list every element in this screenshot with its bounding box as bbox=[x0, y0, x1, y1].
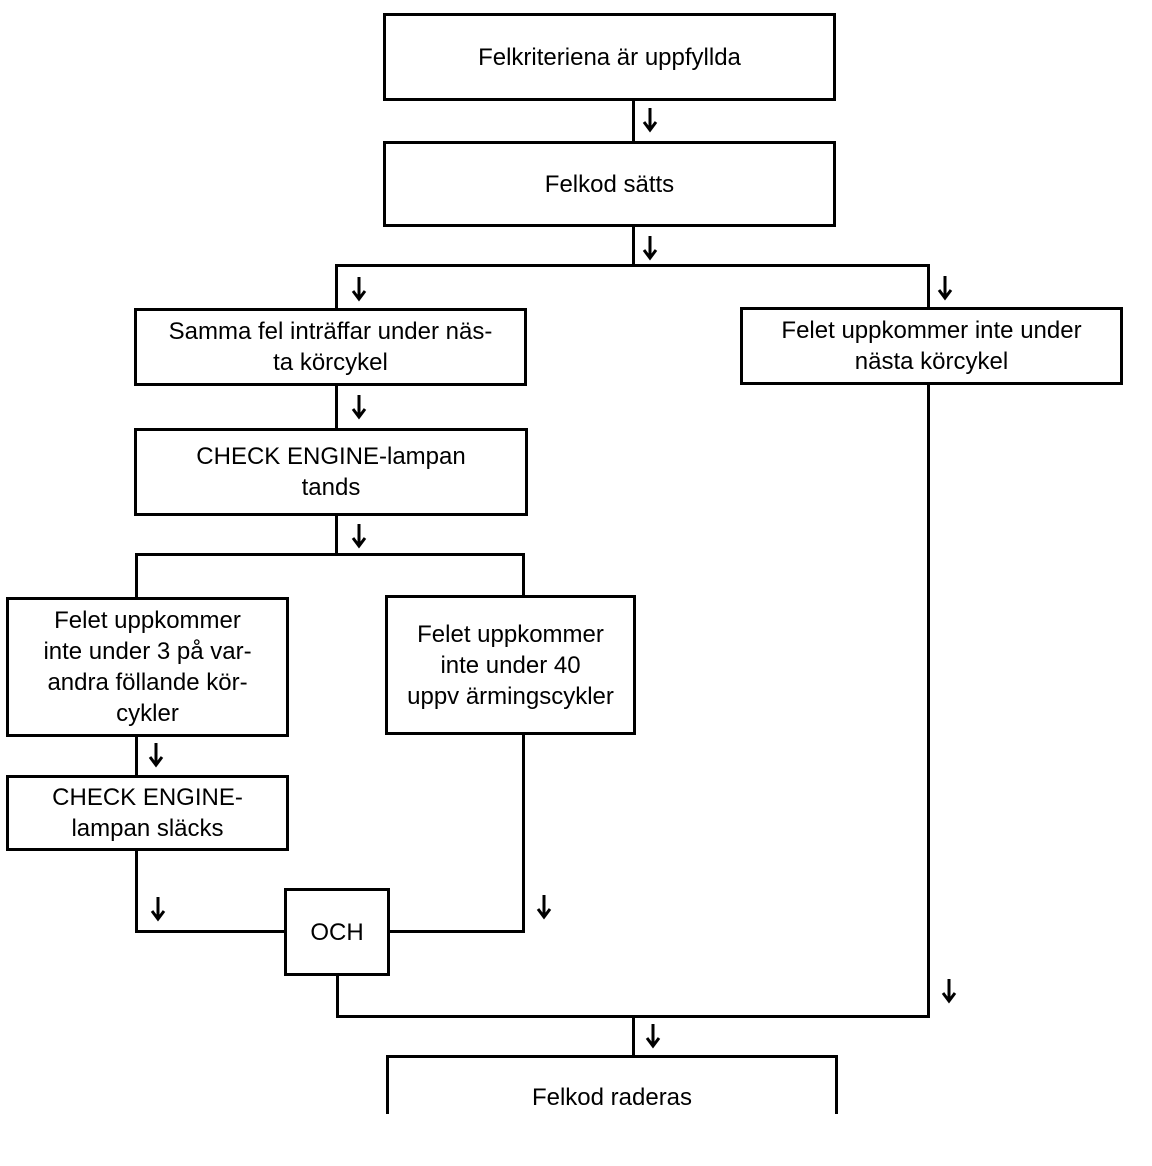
code-erased-box: Felkod raderas bbox=[386, 1055, 838, 1114]
connector-line bbox=[522, 553, 525, 597]
connector-line bbox=[388, 930, 525, 933]
down-arrow-icon bbox=[937, 276, 953, 301]
lamp-off-box: CHECK ENGINE- lampan släcks bbox=[6, 775, 289, 851]
not-3-cycles-label-line: Felet uppkommer bbox=[54, 607, 241, 634]
not-3-cycles-label-line: cykler bbox=[116, 700, 179, 727]
down-arrow-icon bbox=[536, 895, 552, 920]
lamp-on-label-line: tands bbox=[301, 474, 361, 501]
connector-line bbox=[632, 1015, 635, 1057]
criteria-met-box: Felkriteriena är uppfyllda bbox=[383, 13, 836, 101]
connector-line bbox=[135, 849, 138, 933]
connector-line bbox=[927, 383, 930, 1018]
fault-not-next-cycle-box: Felet uppkommer inte under nästa körcyke… bbox=[740, 307, 1123, 385]
lamp-off-label-line: lampan släcks bbox=[71, 815, 224, 842]
down-arrow-icon bbox=[148, 743, 164, 768]
not-40-cycles-box: Felet uppkommer inte under 40 uppv ärmin… bbox=[385, 595, 636, 735]
not-40-cycles-label-line: uppv ärmingscykler bbox=[407, 682, 614, 710]
not-40-cycles-label-line: inte under 40 bbox=[440, 651, 581, 679]
down-arrow-icon bbox=[941, 979, 957, 1004]
code-set-box: Felkod sätts bbox=[383, 141, 836, 227]
connector-line bbox=[632, 225, 635, 267]
connector-line bbox=[135, 553, 525, 556]
and-gate-label: OCH bbox=[310, 918, 364, 946]
not-3-cycles-label-line: andra föllande kör- bbox=[47, 669, 248, 696]
same-fault-label-line: Samma fel inträffar under näs- bbox=[168, 318, 493, 345]
connector-line bbox=[632, 99, 635, 143]
connector-line bbox=[336, 974, 339, 1018]
code-set-label: Felkod sätts bbox=[544, 170, 675, 198]
connector-line bbox=[335, 264, 338, 310]
not-3-cycles-box: Felet uppkommer inte under 3 på var- and… bbox=[6, 597, 289, 737]
code-erased-label: Felkod raderas bbox=[531, 1084, 693, 1111]
down-arrow-icon bbox=[150, 897, 166, 922]
connector-line bbox=[135, 553, 138, 599]
lamp-off-label-line: CHECK ENGINE- bbox=[52, 784, 243, 811]
down-arrow-icon bbox=[351, 395, 367, 420]
lamp-on-label-line: CHECK ENGINE-lampan bbox=[196, 443, 466, 470]
and-gate-box: OCH bbox=[284, 888, 390, 976]
connector-line bbox=[335, 514, 338, 556]
fault-not-next-cycle-label-line: Felet uppkommer inte under bbox=[781, 317, 1082, 344]
connector-line bbox=[522, 733, 525, 933]
down-arrow-icon bbox=[642, 236, 658, 261]
connector-line bbox=[135, 930, 286, 933]
connector-line bbox=[335, 384, 338, 430]
down-arrow-icon bbox=[351, 524, 367, 549]
connector-line bbox=[335, 264, 930, 267]
connector-line bbox=[927, 264, 930, 308]
lamp-on-box: CHECK ENGINE-lampan tands bbox=[134, 428, 528, 516]
same-fault-next-cycle-box: Samma fel inträffar under näs- ta körcyk… bbox=[134, 308, 527, 386]
down-arrow-icon bbox=[645, 1024, 661, 1049]
fault-not-next-cycle-label-line: nästa körcykel bbox=[854, 348, 1009, 375]
same-fault-label-line: ta körcykel bbox=[273, 349, 388, 376]
connector-line bbox=[135, 735, 138, 777]
criteria-met-label: Felkriteriena är uppfyllda bbox=[478, 43, 741, 71]
not-3-cycles-label-line: inte under 3 på var- bbox=[43, 638, 252, 665]
not-40-cycles-label-line: Felet uppkommer bbox=[417, 620, 604, 648]
down-arrow-icon bbox=[351, 277, 367, 302]
down-arrow-icon bbox=[642, 108, 658, 133]
